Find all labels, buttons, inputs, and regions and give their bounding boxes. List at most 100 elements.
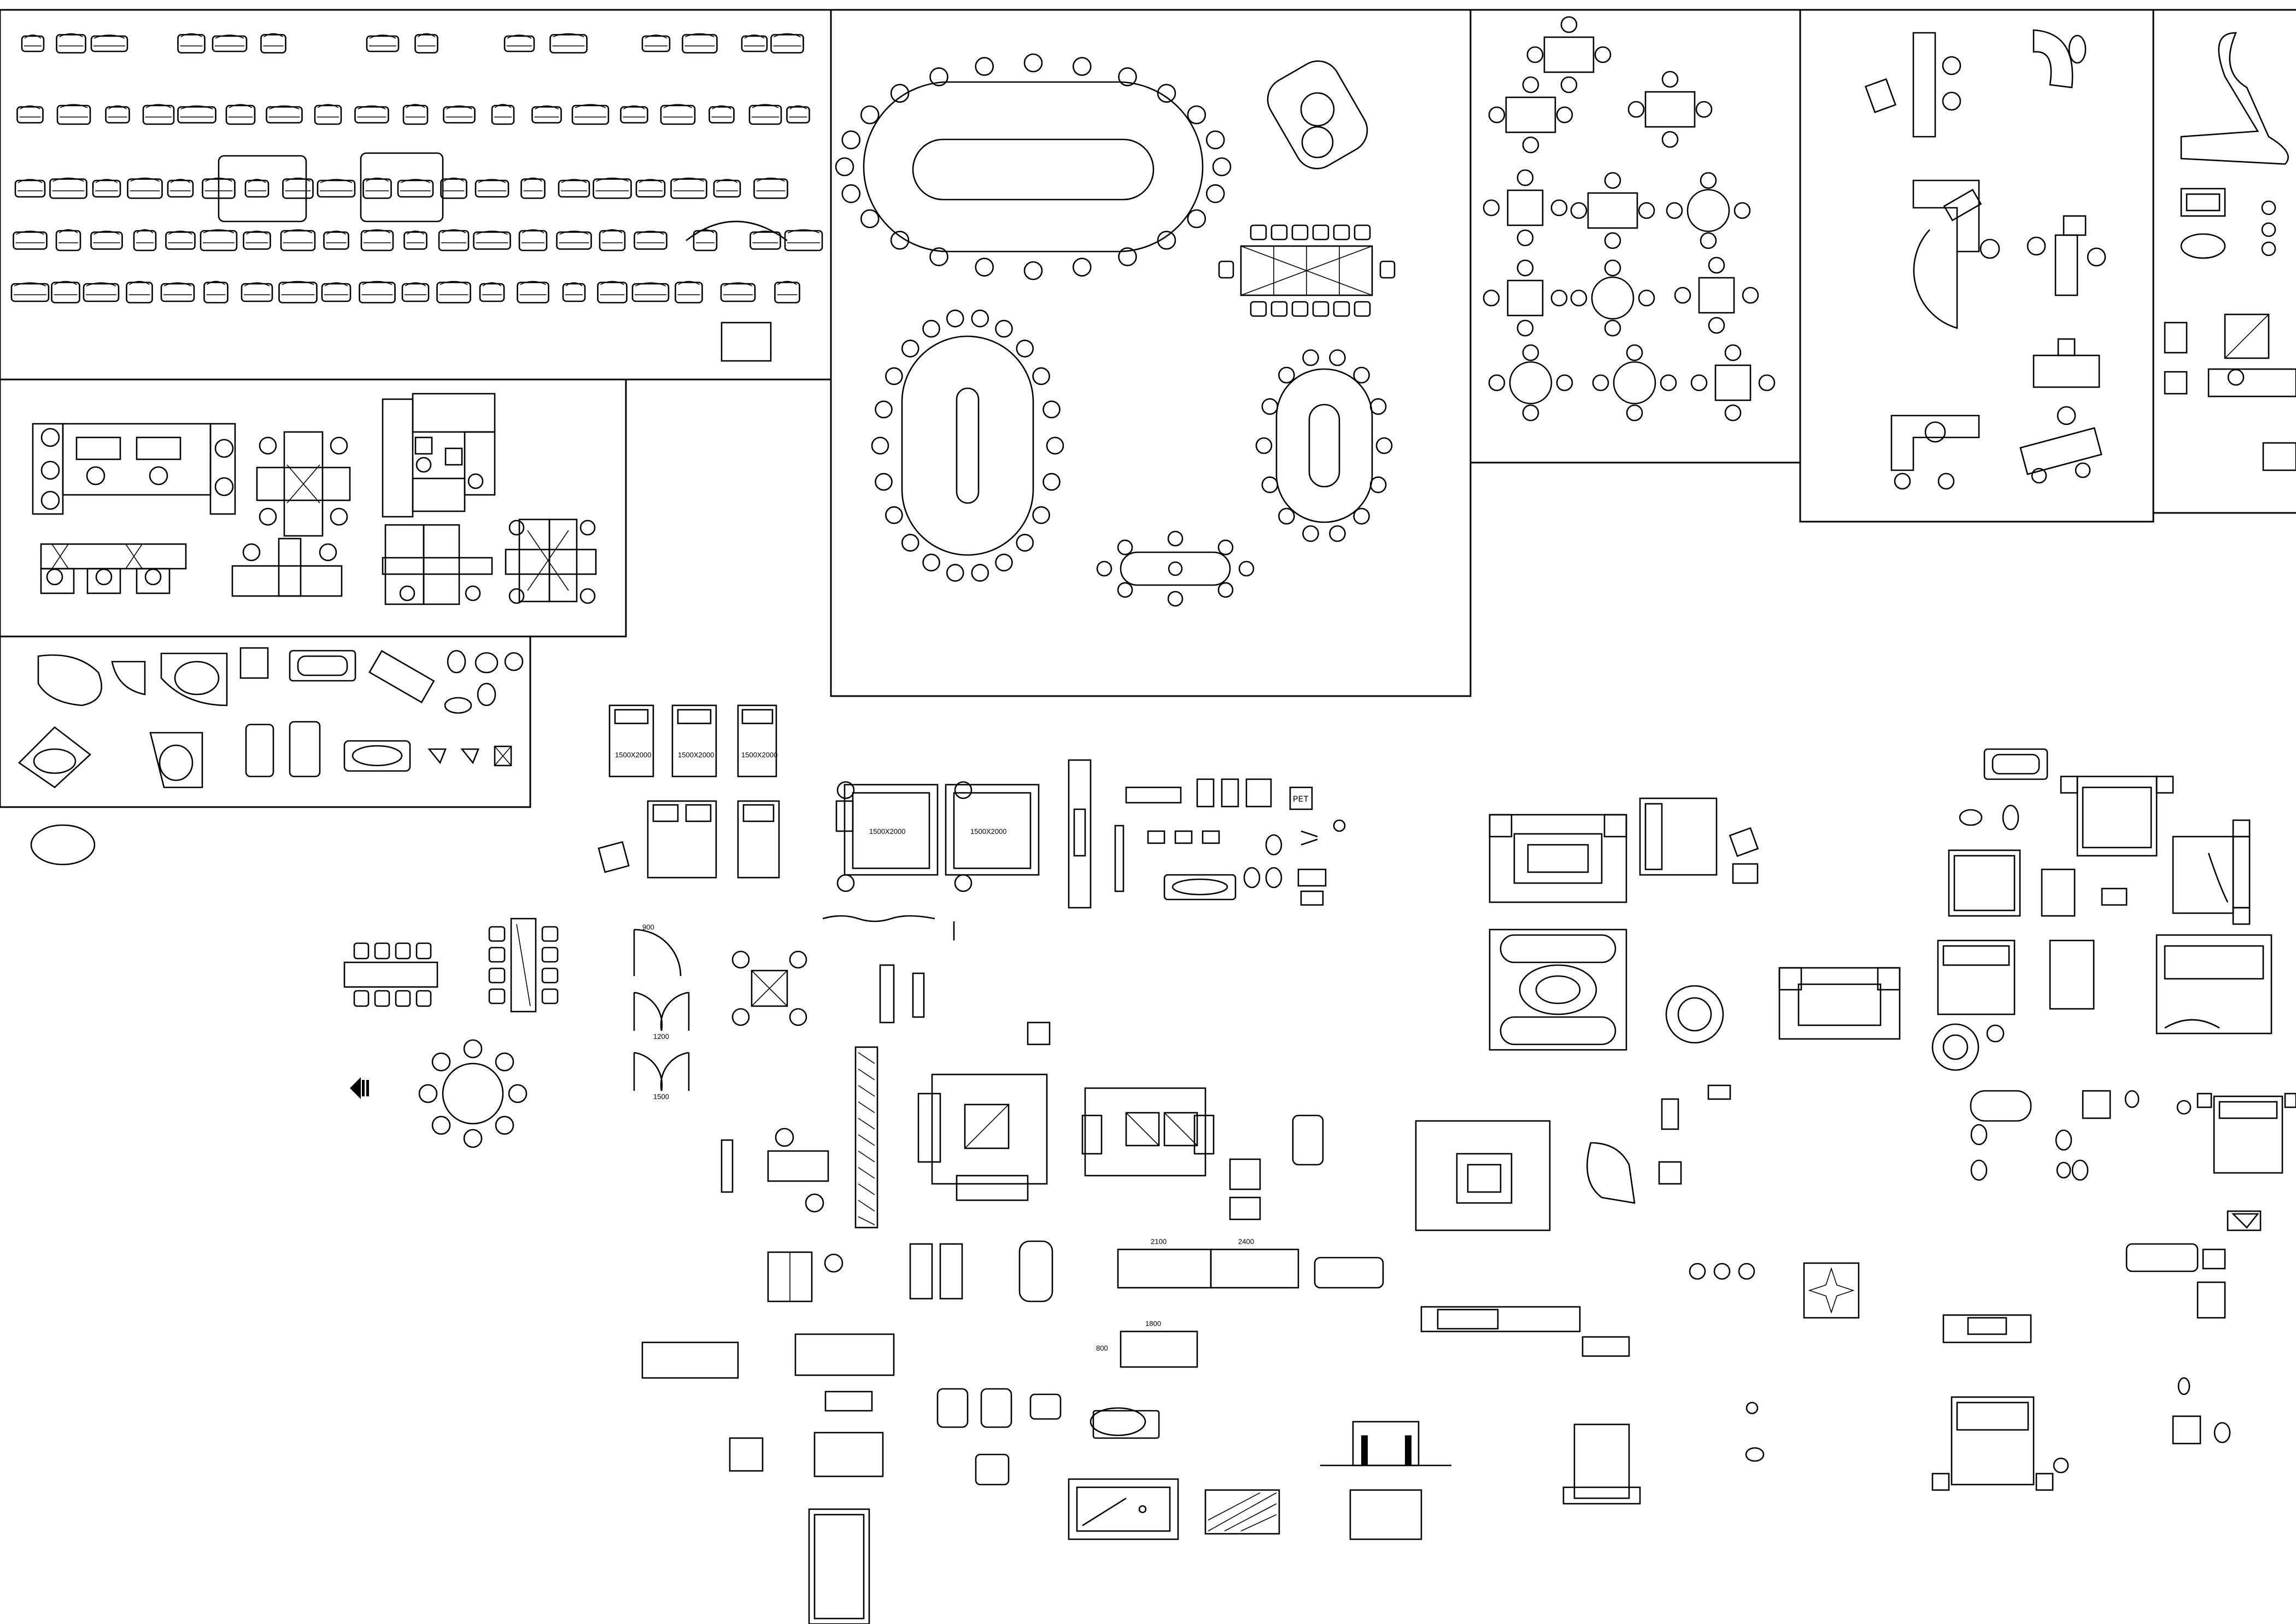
dining-chair bbox=[1556, 374, 1573, 392]
main-dining-group: 900 1200 1500 bbox=[343, 918, 1451, 1624]
conference-chair bbox=[971, 309, 989, 328]
dining-chair bbox=[1660, 374, 1677, 392]
dining-table bbox=[1698, 277, 1735, 314]
sofa-elevation bbox=[675, 282, 703, 303]
sofa-elevation bbox=[21, 35, 45, 52]
conference-chair bbox=[975, 258, 994, 277]
dining-chair bbox=[1570, 202, 1588, 219]
round-table-chair bbox=[431, 1052, 451, 1072]
sofa-elevation bbox=[362, 178, 392, 199]
dining-chair bbox=[1627, 101, 1645, 118]
sofa-elevation bbox=[713, 179, 741, 198]
conference-chair bbox=[1046, 436, 1064, 455]
conference-chair bbox=[841, 130, 861, 150]
conference-chair bbox=[946, 309, 964, 328]
conference-chair bbox=[1217, 582, 1234, 598]
conference-chair bbox=[1329, 525, 1346, 542]
conference-chair bbox=[1212, 157, 1232, 177]
sofa-elevation bbox=[282, 178, 314, 199]
bed-label-b: 1500X2000 bbox=[678, 751, 714, 759]
sofa-elevation bbox=[770, 34, 804, 54]
dining-chair bbox=[1516, 169, 1534, 186]
bed-double-label-a: 1500X2000 bbox=[869, 827, 906, 836]
dining-chair bbox=[1742, 287, 1759, 304]
round-table-chair bbox=[463, 1129, 483, 1148]
conference-chair bbox=[1118, 247, 1137, 266]
conference-chair bbox=[1023, 53, 1043, 73]
dining-chair bbox=[1604, 232, 1621, 249]
dining-table bbox=[1507, 279, 1544, 317]
conference-chair bbox=[1302, 525, 1319, 542]
conference-chair bbox=[901, 340, 919, 358]
sofa-elevation bbox=[278, 282, 318, 303]
sofa-elevation bbox=[167, 179, 194, 198]
sofa-elevation bbox=[556, 231, 592, 250]
conference-chair bbox=[1205, 130, 1225, 150]
dining-set-group bbox=[1483, 16, 1776, 422]
dining-chair bbox=[1560, 16, 1578, 33]
sofa-elevation bbox=[682, 34, 718, 54]
conference-chair bbox=[1278, 507, 1295, 525]
dining-table bbox=[1587, 192, 1638, 229]
dining-chair bbox=[1666, 202, 1683, 219]
panel-bathroom-fixtures bbox=[0, 635, 531, 808]
sofa-elevation bbox=[774, 282, 800, 303]
conference-chair bbox=[871, 436, 889, 455]
sofa-elevation bbox=[631, 283, 670, 302]
sofa-elevation bbox=[593, 178, 632, 199]
dining-chair bbox=[1526, 46, 1544, 63]
conference-chair bbox=[1157, 84, 1176, 103]
sink-tag-label: PET bbox=[1293, 795, 1309, 804]
sofa-dim-a: 2100 bbox=[1151, 1237, 1167, 1246]
sofa-elevation bbox=[359, 282, 396, 303]
sofa-elevation bbox=[403, 231, 427, 250]
conference-chair bbox=[1217, 539, 1234, 556]
dining-table bbox=[1505, 96, 1556, 133]
sofa-elevation bbox=[720, 283, 756, 302]
dining-chair bbox=[1638, 289, 1655, 307]
sofa-elevation bbox=[549, 34, 588, 54]
conference-chair bbox=[1042, 472, 1061, 491]
dining-chair bbox=[1483, 199, 1500, 217]
conference-chair bbox=[929, 67, 948, 86]
conference-chair bbox=[929, 247, 948, 266]
conference-chair bbox=[1023, 261, 1043, 281]
dining-chair bbox=[1674, 287, 1691, 304]
dining-table bbox=[1591, 276, 1635, 320]
dining-chair bbox=[1626, 344, 1643, 361]
conference-chair bbox=[1261, 398, 1279, 415]
bed-double-label-b: 1500X2000 bbox=[970, 827, 1007, 836]
dining-chair bbox=[1700, 232, 1717, 249]
sofa-elevation bbox=[518, 230, 548, 252]
sofa-elevation bbox=[212, 35, 248, 52]
sofa-dim-b: 2400 bbox=[1238, 1237, 1254, 1246]
conference-chair bbox=[975, 57, 994, 76]
conference-chair bbox=[1118, 67, 1137, 86]
sofa-elevation bbox=[660, 104, 696, 125]
sofa-elevation bbox=[708, 106, 735, 124]
conference-chair bbox=[1187, 105, 1206, 125]
sofa-elevation bbox=[620, 106, 648, 124]
sofa-elevation bbox=[133, 230, 157, 252]
round-table-chair bbox=[495, 1115, 514, 1135]
sofa-elevation bbox=[126, 282, 153, 303]
sofa-elevation bbox=[440, 178, 467, 199]
sofa-elevation bbox=[314, 104, 342, 125]
conference-chair bbox=[890, 84, 910, 103]
sofa-elevation bbox=[90, 231, 123, 250]
sofa-elevation bbox=[670, 178, 707, 199]
small-fixture-group: PET bbox=[1114, 778, 1346, 906]
executive-desk-group bbox=[1864, 29, 2106, 490]
round-table-chair bbox=[495, 1052, 514, 1072]
sofa-elevation bbox=[558, 179, 590, 198]
sofa-elevation bbox=[177, 34, 206, 54]
sofa-elevation bbox=[397, 179, 434, 198]
sofa-elevation bbox=[635, 179, 666, 198]
conference-chair bbox=[1042, 400, 1061, 419]
sofa-elevation bbox=[503, 35, 535, 52]
conference-chair bbox=[1369, 476, 1387, 493]
conference-chair bbox=[1032, 367, 1050, 385]
sofa-elevation bbox=[260, 34, 286, 54]
dining-chair bbox=[1522, 404, 1539, 422]
boat-table-chairs bbox=[871, 309, 1064, 582]
